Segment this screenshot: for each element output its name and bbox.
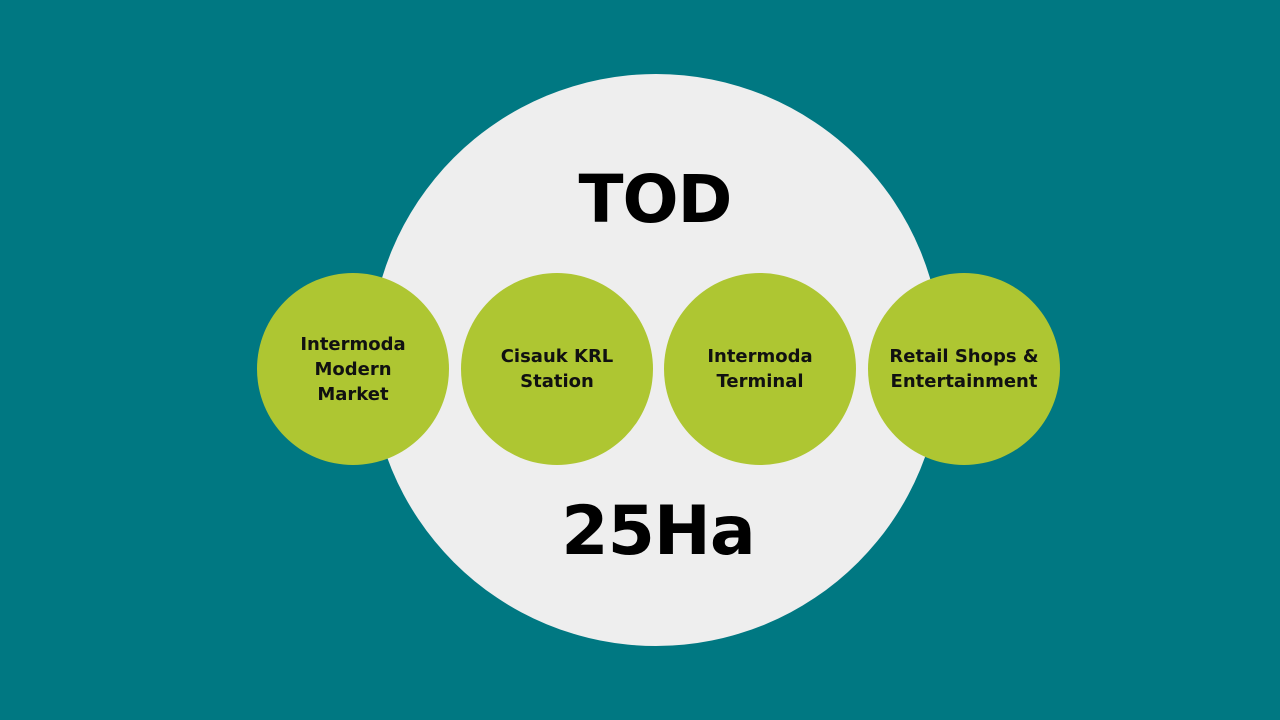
node-label: Intermoda Modern Market (300, 333, 406, 405)
node-label: Retail Shops & Entertainment (889, 346, 1039, 392)
node-retail-shops-entertainment: Retail Shops & Entertainment (868, 273, 1060, 465)
area-size-label: 25Ha (561, 492, 755, 571)
node-intermoda-modern-market: Intermoda Modern Market (257, 273, 449, 465)
diagram-title: TOD (578, 161, 733, 238)
node-intermoda-terminal: Intermoda Terminal (664, 273, 856, 465)
node-cisauk-krl-station: Cisauk KRL Station (461, 273, 653, 465)
node-label: Cisauk KRL Station (500, 346, 614, 392)
node-label: Intermoda Terminal (707, 346, 813, 392)
